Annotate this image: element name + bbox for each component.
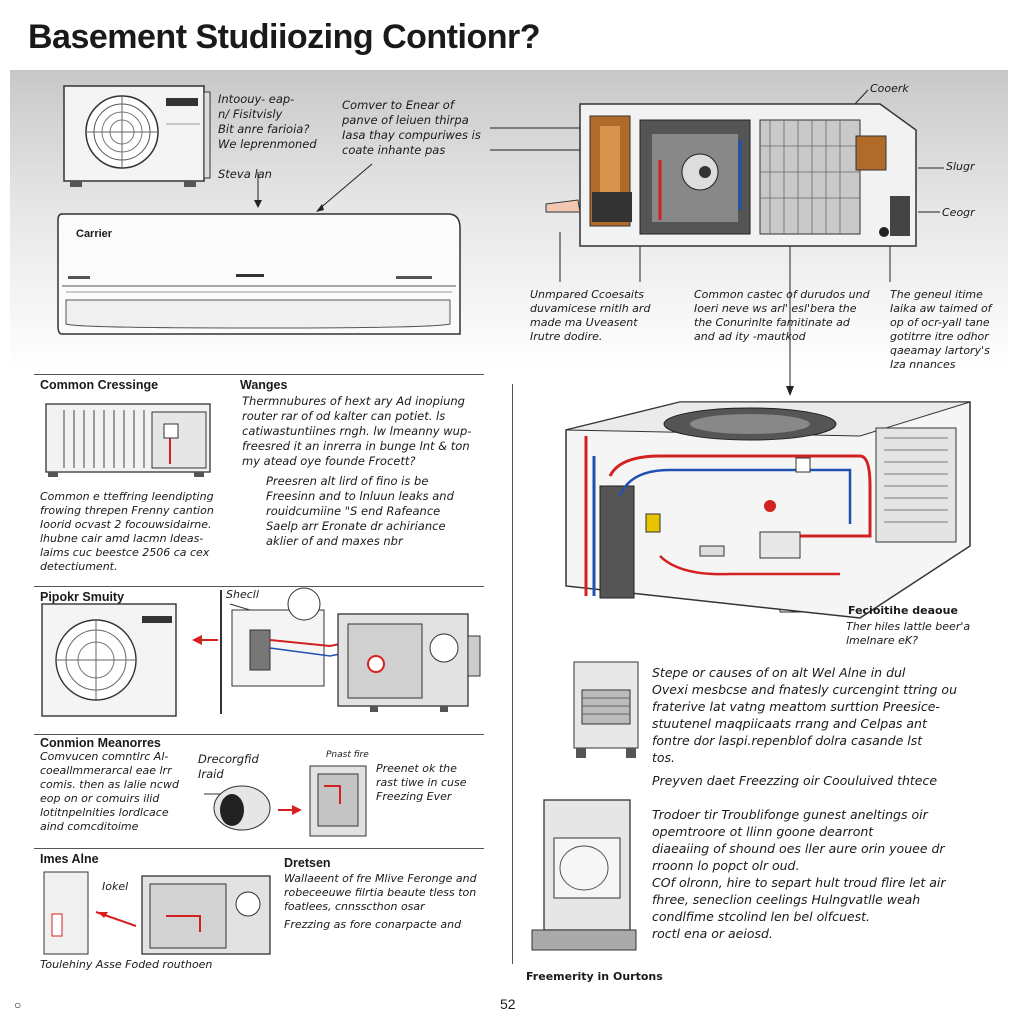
section4-para: Wallaeent of fre Mlive Feronge and robec… [284, 872, 477, 913]
section3-label: Drecorgfid Iraid [198, 752, 259, 781]
cutaway-label-low: Ceogr [942, 206, 975, 219]
outdoor-unit-illustration [63, 85, 211, 187]
section1-para1: Thermnubures of hext ary Ad inopiung rou… [242, 394, 472, 468]
right-callout-title: Fecioitihe deaoue [848, 604, 958, 617]
section-heading: Imes Alne [40, 852, 99, 866]
section-heading: Pipokr Smuity [40, 590, 125, 604]
divider [34, 734, 484, 735]
divider [34, 586, 484, 587]
divider [512, 384, 513, 964]
section1-caption: Common e tteffring leendipting frowing t… [40, 490, 214, 573]
right-callout-text: Ther hiles lattle beer'a lmelnare eK? [846, 620, 971, 647]
section-subheading: Wanges [240, 378, 288, 392]
right-para2: Trodoer tir Troublifonge gunest anelting… [652, 807, 946, 941]
divider [34, 374, 484, 375]
section2-sub: Shecll [226, 588, 259, 601]
right-para1: Stepe or causes of on alt Wel Alne in du… [652, 665, 957, 765]
outdoor-note: Intoouy- eap- n/ Fisitvisly Bit anre far… [218, 92, 317, 181]
piping-diagram-illustration [192, 587, 481, 714]
right-para1-tail: Preyven daet Freezzing oir Coouluived th… [652, 773, 938, 788]
page-title: Basement Studiiozing Contionr? [28, 18, 540, 56]
wiring-box-illustration [43, 871, 271, 955]
hero-col2-text: Common castec of durudos und Ioeri neve … [694, 288, 870, 343]
tall-unit-illustration [531, 799, 637, 951]
outdoor-unit-illustration [41, 603, 177, 717]
cutaway-label-mid: Slugr [946, 160, 975, 173]
info-icon: ○ [14, 998, 22, 1012]
hero-col3-text: The geneul itime Iaika aw taimed of op o… [890, 288, 992, 371]
cutaway-unit-illustration [545, 103, 917, 247]
section-heading: Common Cressinge [40, 378, 159, 392]
small-unit-illustration [573, 661, 639, 758]
section3-para: Comvucen comntlrc Al- coeallmmerarcal ea… [40, 750, 179, 833]
indoor-wall-unit-illustration [57, 213, 461, 335]
section3-label2: Pnast fire [326, 750, 369, 760]
page-number: 52 [500, 996, 516, 1012]
callout-note: Comver to Enear of panve of leiuen thirp… [342, 98, 481, 157]
section4-label: Iokel [102, 880, 129, 893]
section4-para2: Frezzing as fore conarpacte and [284, 918, 462, 931]
section3-note: Preenet ok the rast tiwe in cuse Freezin… [376, 762, 467, 803]
outdoor-cutaway-illustration [565, 401, 971, 619]
section-heading: Conmion Meanorres [40, 736, 161, 750]
right-caption: Freemerity in Ourtons [526, 970, 663, 983]
outdoor-unit-side-illustration [45, 403, 211, 477]
cutaway-label-top: Cooerk [870, 82, 909, 95]
indoor-brand: Carrier [76, 228, 113, 240]
hero-col1-text: Unmpared Ccoesaits duvamicese rnitlh ard… [530, 288, 651, 343]
section4-caption: Toulehiny Asse Foded routhoen [40, 958, 213, 971]
divider [34, 848, 484, 849]
section-subheading: Dretsen [284, 856, 331, 870]
heater-device-illustration [204, 765, 367, 837]
section1-para2: Preesren alt lird of fino is be Freesinn… [266, 474, 454, 548]
